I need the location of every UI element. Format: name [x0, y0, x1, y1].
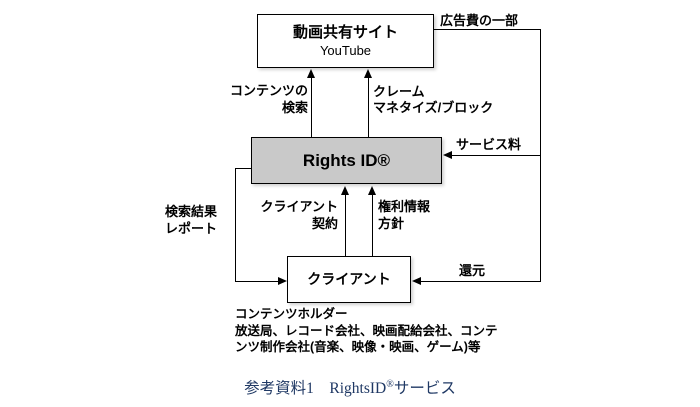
- content-holder-note: コンテンツホルダー 放送局、レコード会社、映画配給会社、コンテ ンツ制作会社(音…: [235, 307, 498, 354]
- claim-arrowhead-icon: [364, 69, 372, 78]
- content-search-arrow-line: [311, 78, 312, 137]
- rights-id-box: Rights ID®: [251, 137, 442, 184]
- return-arrow-line: [421, 281, 541, 282]
- figure-caption: 参考資料1 RightsID®サービス: [0, 376, 700, 398]
- report-arrowhead-icon: [278, 277, 287, 285]
- client-box: クライアント: [287, 256, 411, 303]
- client-contract-label: クライアント 契約: [260, 199, 338, 231]
- service-fee-arrowhead-icon: [443, 151, 452, 159]
- video-site-box: 動画共有サイト YouTube: [257, 14, 434, 68]
- video-site-subtitle: YouTube: [319, 43, 372, 58]
- ad-fee-line-horizontal: [434, 29, 541, 30]
- content-search-label: コンテンツの 検索: [229, 83, 308, 115]
- service-fee-label: サービス料: [456, 137, 522, 152]
- service-fee-arrow-line: [452, 155, 541, 156]
- client-label: クライアント: [307, 271, 391, 287]
- registered-mark: ®: [386, 378, 394, 390]
- ad-fee-label: 広告費の一部: [440, 13, 519, 28]
- caption-text-left: 参考資料1 RightsID: [244, 380, 387, 397]
- rights-info-arrowhead-icon: [368, 186, 376, 195]
- report-line-stub: [235, 168, 251, 169]
- client-contract-arrowhead-icon: [341, 186, 349, 195]
- claim-arrow-line: [368, 78, 369, 137]
- claim-label: クレーム マネタイズ/ブロック: [373, 84, 494, 115]
- video-site-title: 動画共有サイト: [292, 24, 398, 41]
- return-label: 還元: [459, 263, 486, 278]
- content-search-arrowhead-icon: [307, 69, 315, 78]
- caption-text-right: サービス: [393, 380, 456, 397]
- search-report-label: 検索結果 レポート: [165, 204, 218, 236]
- rights-id-label: Rights ID®: [302, 151, 391, 170]
- report-line-horizontal: [235, 281, 278, 282]
- client-contract-arrow-line: [345, 195, 346, 256]
- return-arrowhead-icon: [412, 277, 421, 285]
- rights-info-label: 権利情報 方針: [378, 199, 431, 231]
- report-line-vertical: [235, 168, 236, 282]
- rights-info-arrow-line: [372, 195, 373, 256]
